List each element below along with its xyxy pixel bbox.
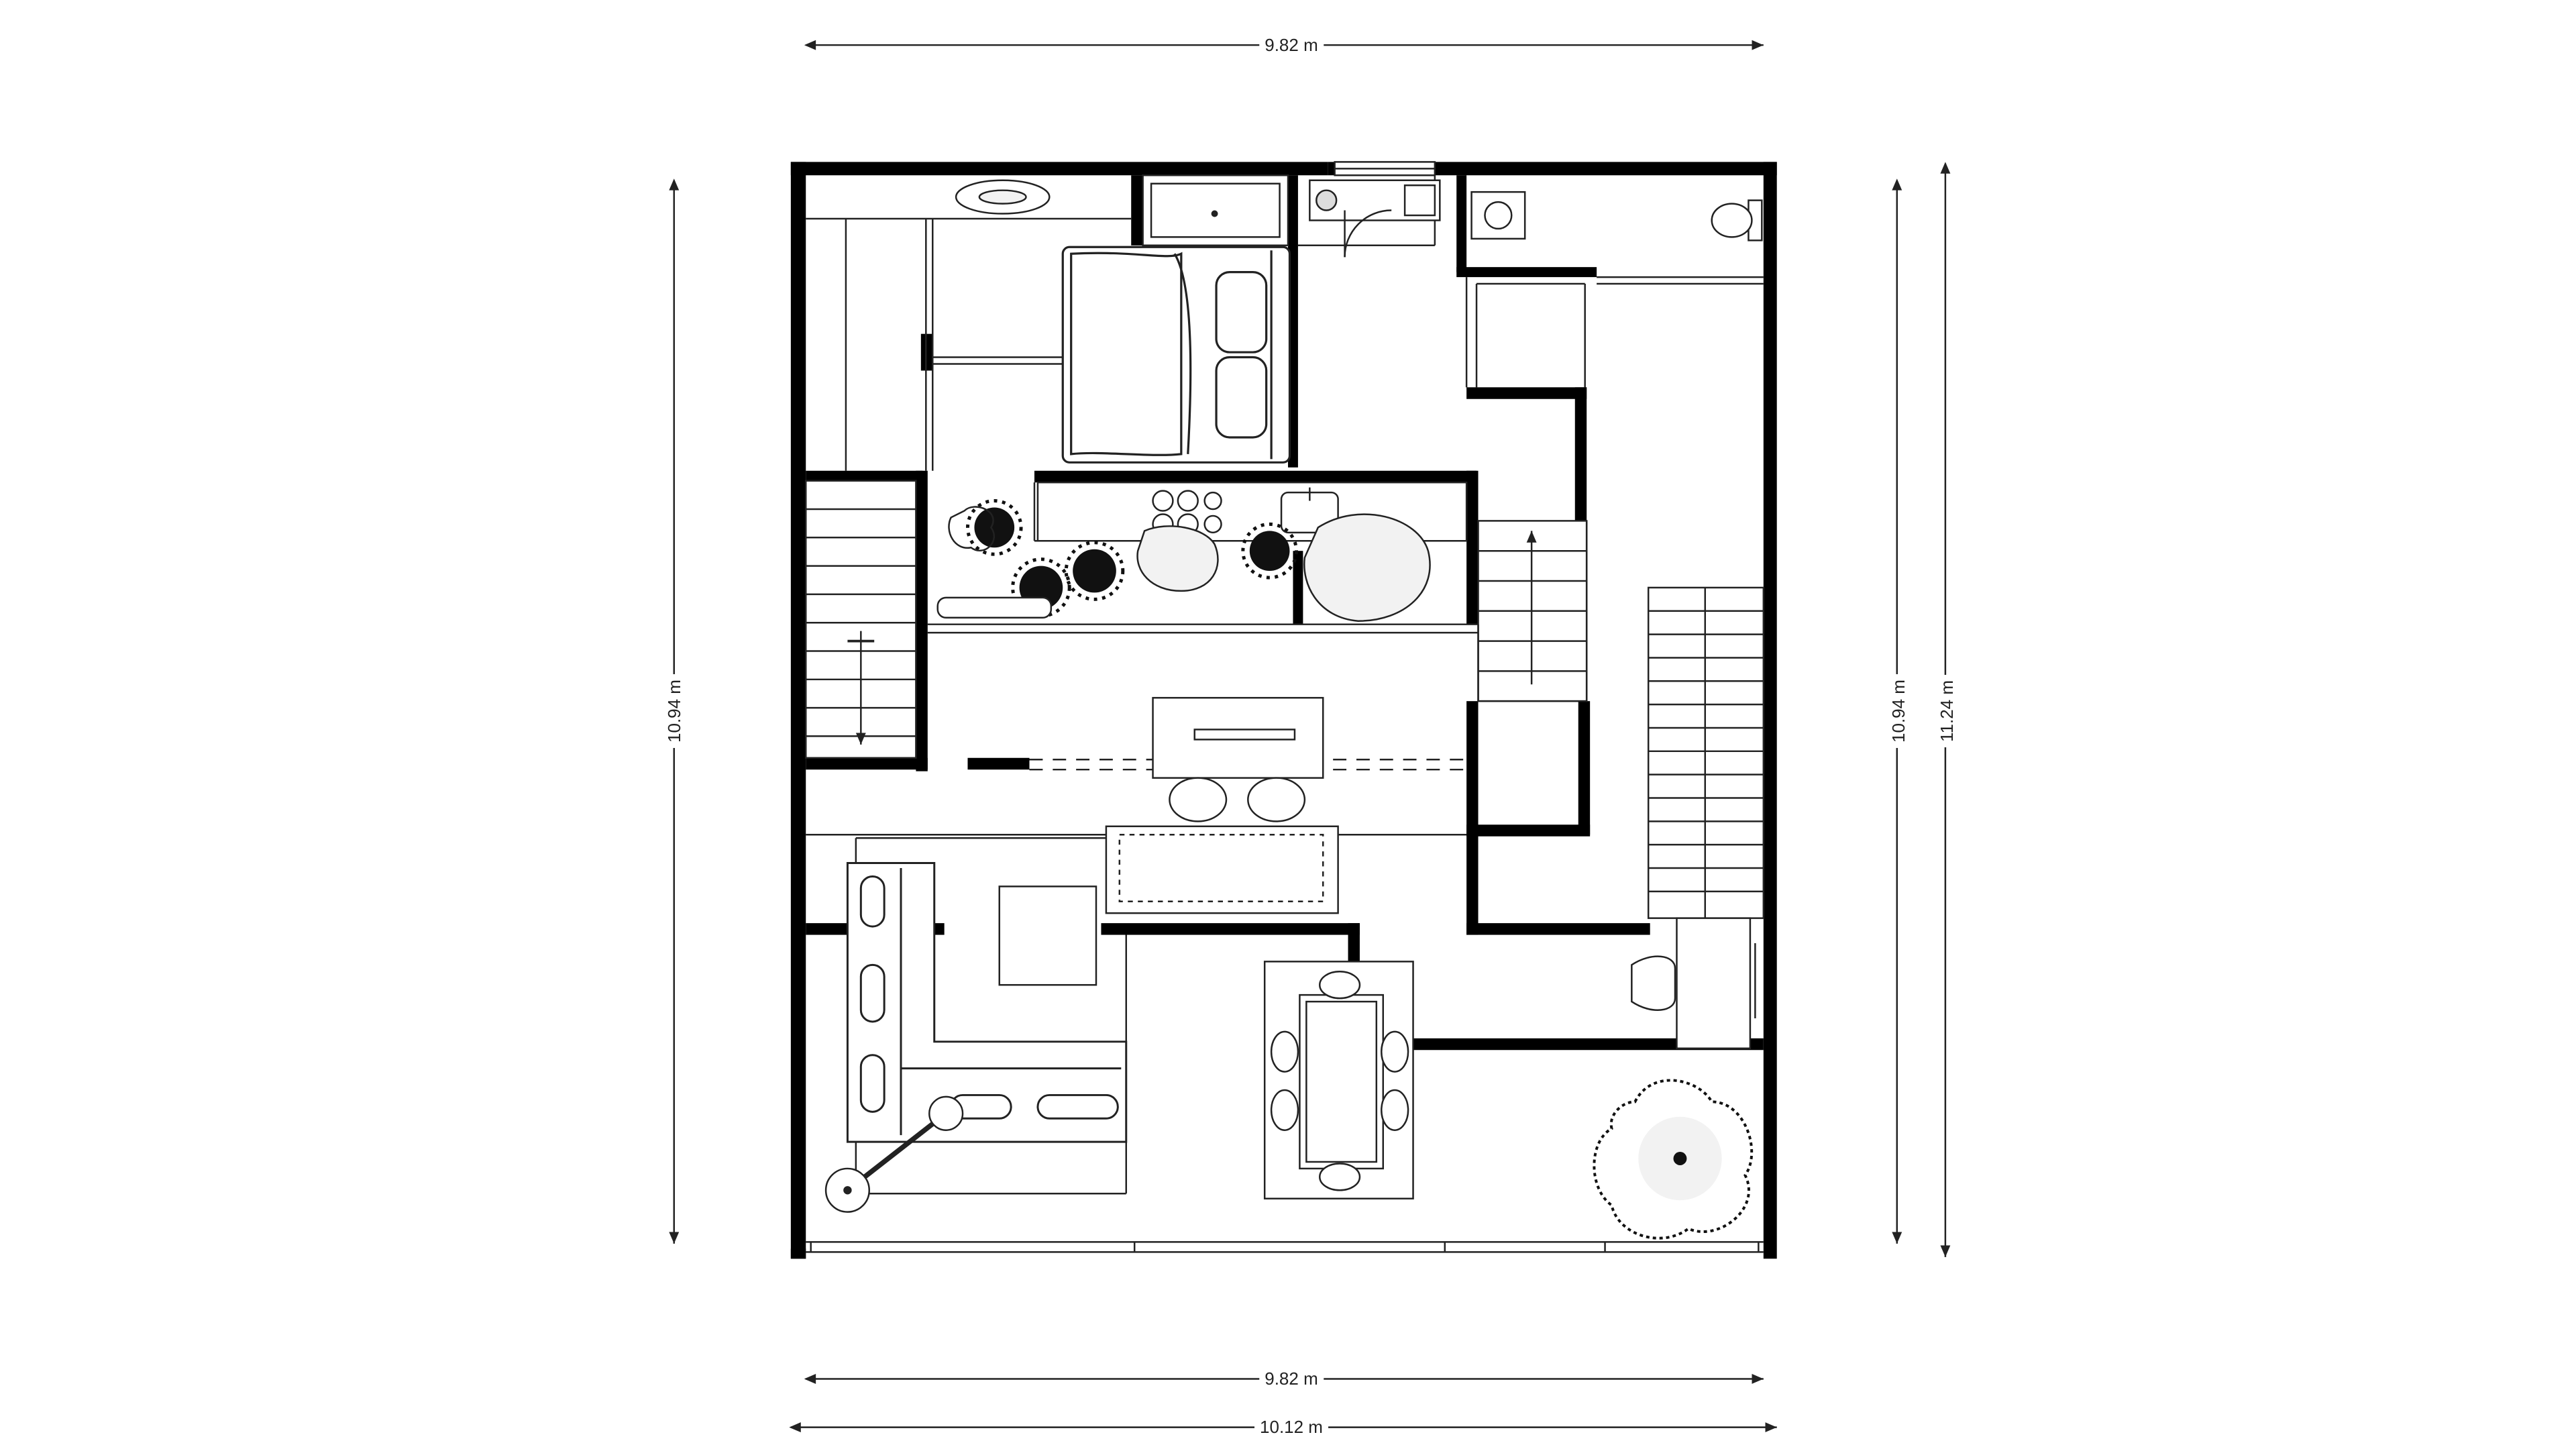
wall-left-stair-bottom [806,757,928,770]
kitchen-bench [936,506,1053,619]
wall-exterior-top-left [790,162,1328,176]
double-bed [1061,246,1291,464]
wall-exterior-bottom-left [790,1248,806,1259]
washbasin-wc [1470,191,1526,240]
dim-right-inner-height-label: 10.94 m [1888,674,1909,748]
bathroom-door [1344,209,1392,258]
wall-left-stair-right [916,470,928,771]
bathtub [955,179,1051,215]
wall-terrace-top [1406,1038,1764,1051]
wall-kitchen-top [1034,470,1477,483]
wall-kitchen-post [1293,551,1303,625]
sink [1309,179,1441,221]
walls [790,162,1777,1259]
wall-wc-bottom [1456,267,1597,278]
dim-bottom-outer-width-label: 10.12 m [1254,1417,1328,1437]
bar-table [1152,696,1324,822]
wall-hall-stub [967,757,1030,770]
wall-wc-left [1456,175,1467,272]
island-rug [1136,513,1431,622]
dim-bottom-inner-width-label: 9.82 m [1259,1368,1324,1389]
desk [1631,917,1756,1050]
tv-console [1105,825,1339,914]
dim-top-width-label: 9.82 m [1259,35,1324,55]
wall-exterior-top-right [1434,162,1777,176]
floor-lamp [824,1095,964,1213]
bottom-window-ticks [810,1242,1760,1252]
coffee-table [998,885,1097,986]
dining-set [1263,961,1414,1199]
wall-closet-right [1574,387,1587,521]
wall-exterior-left [790,162,806,1259]
toilet [1711,199,1763,241]
wall-left-stair-top [806,470,923,481]
wall-closet-bottom [1466,387,1587,399]
wall-exterior-right [1763,162,1777,1259]
wall-center-right [1466,701,1479,935]
sectional-sofa [846,862,1128,1143]
wall-top-center-stub [1328,162,1335,176]
dim-right-outer-height-label: 11.24 m [1937,674,1957,748]
top-window [1334,161,1436,176]
left-stair [805,480,917,759]
wall-kitchen-right [1466,470,1479,625]
plants [966,499,1298,618]
wall-corridor-bottom [1466,923,1650,935]
shower [1142,174,1289,247]
center-stair [1477,520,1588,702]
terrace-tree [1593,1079,1754,1240]
right-stair [1647,586,1765,919]
dim-left-height-label: 10.94 m [664,674,684,748]
wall-center-stair-bottom [1466,824,1591,837]
wall-center-stair-right [1578,701,1591,835]
kitchen-counter [1036,481,1468,542]
wall-bath-left [1131,175,1143,246]
wall-dining-stub-h [1101,923,1360,935]
